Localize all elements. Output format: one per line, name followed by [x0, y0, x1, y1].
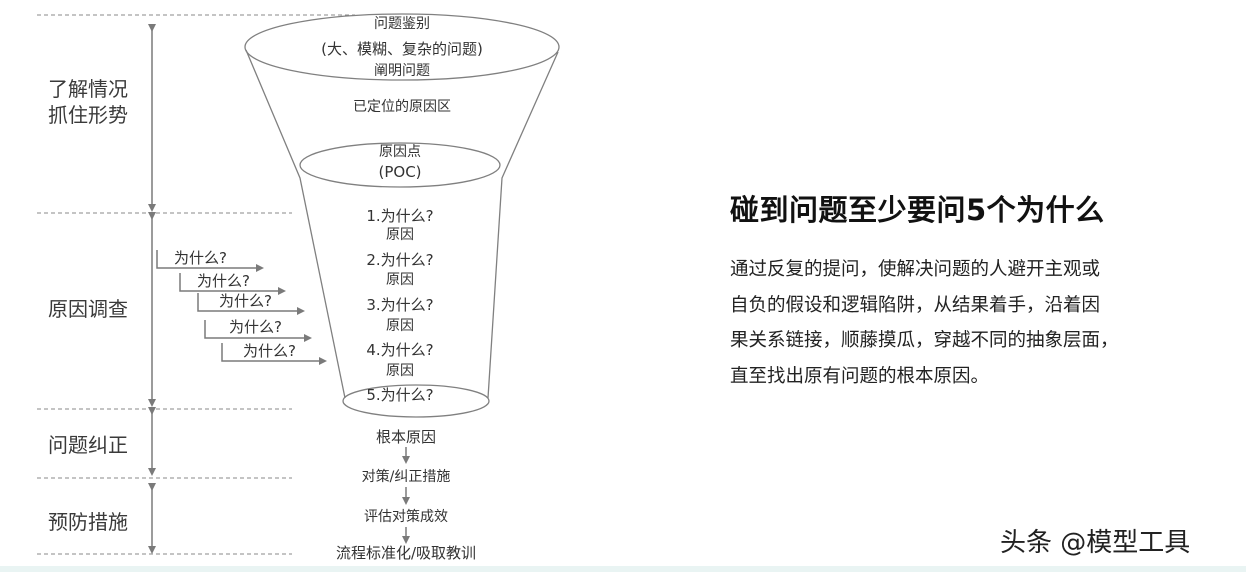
funnel-left-edge	[245, 49, 346, 399]
problem-description-label: (大、模糊、复杂的问题)	[321, 40, 483, 58]
located-cause-area-label: 已定位的原因区	[353, 99, 451, 115]
headline: 碰到问题至少要问5个为什么	[730, 193, 1105, 227]
why-arrow-label-4: 为什么?	[229, 318, 282, 336]
description-line: 自负的假设和逻辑陷阱，从结果着手，沿着因	[730, 294, 1101, 316]
poc-abbrev-label: (POC)	[378, 163, 422, 181]
funnel-poc-ellipse	[299, 142, 501, 188]
why-5-question: 5.为什么?	[366, 386, 434, 404]
flow-step-standardize: 流程标准化/吸取教训	[335, 544, 477, 562]
clarify-problem-label: 阐明问题	[374, 63, 430, 79]
funnel	[244, 13, 560, 418]
description-line: 通过反复的提问，使解决问题的人避开主观或	[730, 259, 1101, 280]
stage-label-correct: 问题纠正	[48, 433, 128, 457]
flow-step-evaluate: 评估对策成效	[364, 509, 448, 525]
why-arrow-label-1: 为什么?	[174, 249, 227, 267]
why-4-question: 4.为什么?	[366, 341, 434, 359]
why-arrow-label-2: 为什么?	[197, 272, 250, 290]
why-4-answer: 原因	[386, 363, 414, 379]
stage-label-cause: 原因调查	[48, 297, 128, 321]
why-arrow-label-3: 为什么?	[219, 292, 272, 310]
description-line: 果关系链接，顺藤摸瓜，穿越不同的抽象层面，	[730, 330, 1119, 351]
description: 通过反复的提问，使解决问题的人避开主观或 自负的假设和逻辑陷阱，从结果着手，沿着…	[730, 252, 1119, 394]
description-line: 直至找出原有问题的根本原因。	[730, 365, 990, 387]
why-step-arrows	[156, 250, 327, 365]
stage-label-understand: 了解情况 抓住形势	[48, 76, 128, 128]
poc-label: 原因点	[379, 144, 421, 160]
problem-identification-label: 问题鉴别	[374, 16, 430, 32]
funnel-right-edge	[487, 51, 559, 399]
why-2-answer: 原因	[386, 272, 414, 288]
stage-label-prevent: 预防措施	[48, 510, 128, 534]
flow-step-countermeasure: 对策/纠正措施	[361, 469, 451, 485]
stage-label-line: 了解情况	[48, 77, 128, 101]
flow-step-root-cause: 根本原因	[375, 428, 436, 446]
watermark: 头条 @模型工具	[1000, 528, 1191, 558]
why-3-answer: 原因	[386, 318, 414, 334]
bottom-strip	[0, 566, 1246, 572]
why-3-question: 3.为什么?	[366, 296, 434, 314]
why-arrow-label-5: 为什么?	[243, 342, 296, 360]
funnel-top-ellipse	[244, 13, 560, 81]
stage-label-line: 抓住形势	[48, 103, 128, 127]
why-2-question: 2.为什么?	[366, 251, 434, 269]
stage-dividers	[37, 14, 355, 555]
why-1-question: 1.为什么?	[366, 207, 434, 225]
why-1-answer: 原因	[386, 227, 414, 243]
funnel-bottom-ellipse	[342, 384, 490, 418]
